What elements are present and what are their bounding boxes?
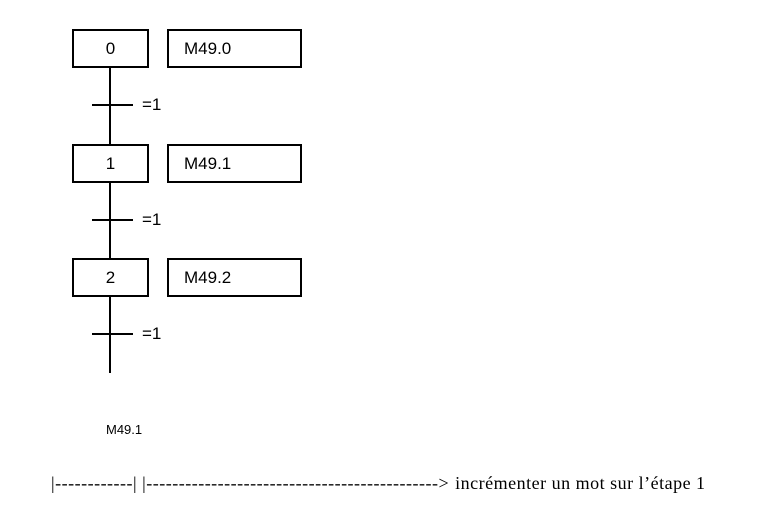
step-box-2: 2: [72, 258, 149, 297]
transition-bar: [92, 333, 133, 335]
transition-condition: =1: [142, 95, 162, 114]
rung-comment: incrémenter un mot sur l’étape 1: [455, 473, 706, 493]
action-label: M49.0: [184, 38, 232, 58]
step-box-1: 1: [72, 144, 149, 183]
step-number: 1: [105, 153, 116, 173]
step-box-0: 0: [72, 29, 149, 68]
transition-bar: [92, 104, 133, 106]
step-link-line: [109, 297, 111, 373]
ladder-rung: |------------| |------------------------…: [31, 452, 706, 515]
transition-condition: =1: [142, 324, 162, 343]
action-box-1: M49.1: [167, 144, 302, 183]
step-number: 0: [105, 38, 116, 58]
action-label: M49.2: [184, 267, 232, 287]
transition-condition: =1: [142, 210, 162, 229]
step-number: 2: [105, 267, 116, 287]
rung-wire-text: |------------| |------------------------…: [51, 473, 450, 493]
action-box-0: M49.0: [167, 29, 302, 68]
action-box-2: M49.2: [167, 258, 302, 297]
transition-bar: [92, 219, 133, 221]
ladder-contact-label: M49.1: [106, 422, 143, 437]
action-label: M49.1: [184, 153, 232, 173]
step-link-line: [109, 68, 111, 144]
